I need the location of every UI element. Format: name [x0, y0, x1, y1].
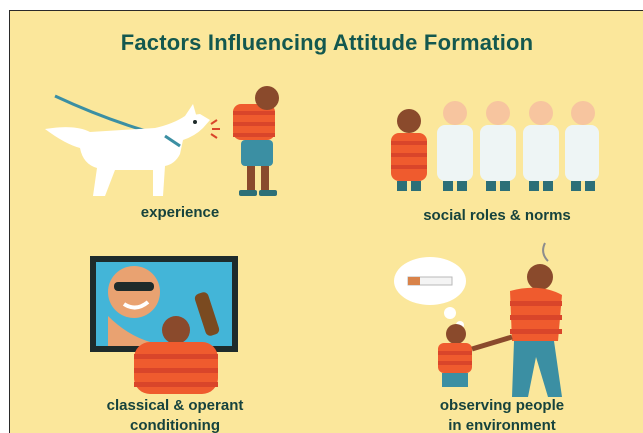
conditioning-illustration [88, 256, 248, 394]
experience-illustration [35, 84, 295, 204]
person-icon [391, 109, 427, 191]
infographic-card: Factors Influencing Attitude Formation [9, 10, 643, 433]
adult-smoking-icon [510, 242, 562, 397]
observing-illustration [390, 239, 590, 399]
caption-experience: experience [140, 204, 220, 221]
dog-icon [45, 104, 220, 196]
social-roles-illustration [385, 91, 600, 201]
cigarette-thought-bubble-icon [394, 257, 466, 329]
tv-icon [90, 256, 238, 352]
infographic-title: Factors Influencing Attitude Formation [120, 30, 534, 55]
bottle-icon [194, 292, 220, 336]
child-icon [438, 324, 513, 387]
scared-person-icon [233, 86, 279, 196]
caption-social-roles: social roles & norms [423, 207, 571, 224]
uniform-people-icon [437, 101, 599, 191]
viewer-icon [134, 316, 218, 394]
